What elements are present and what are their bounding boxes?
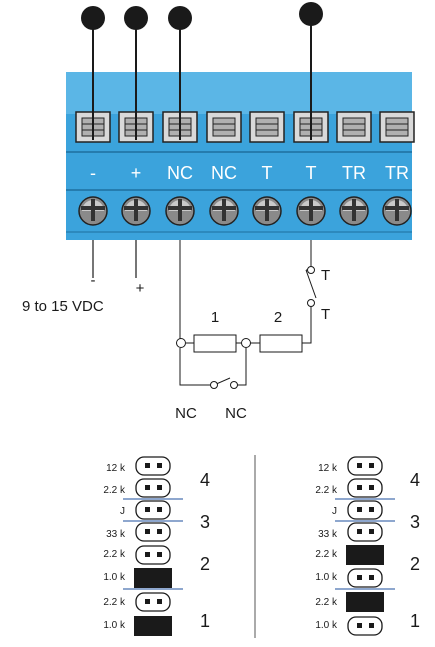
power-minus-label: - — [91, 272, 96, 289]
power-voltage-label: 9 to 15 VDC — [22, 298, 104, 315]
jp1-value-5: 2.2 k — [103, 549, 126, 560]
terminal-screw-4 — [209, 196, 239, 226]
terminal-label-6: T — [306, 163, 317, 183]
nc-label-right: NC — [225, 405, 247, 422]
jp2-group-1: 1 — [410, 611, 420, 631]
jp1-value-3: J — [120, 506, 125, 517]
jp2-group-2: 2 — [410, 554, 420, 574]
wire-dot-t — [299, 2, 323, 26]
jp1-group-3: 3 — [200, 512, 210, 532]
terminal-screw-5 — [252, 196, 282, 226]
terminal-label-2: + — [131, 163, 142, 183]
loop-circuit — [176, 240, 317, 386]
resistor-2-label: 2 — [274, 309, 282, 326]
terminal-screw-1 — [78, 196, 108, 226]
jp2-value-1: 12 k — [318, 463, 338, 474]
jp1-value-6: 1.0 k — [103, 572, 126, 583]
resistor-2 — [259, 334, 303, 353]
wire-dot-minus — [81, 6, 105, 30]
terminal-screw-3 — [165, 196, 195, 226]
power-leads — [92, 240, 137, 278]
terminal-label-5: T — [262, 163, 273, 183]
terminal-label-7: TR — [342, 163, 366, 183]
terminal-screw-6 — [296, 196, 326, 226]
jp2-value-8: 1.0 k — [315, 620, 338, 631]
jp2-value-2: 2.2 k — [315, 485, 338, 496]
terminal-labels: - + NC NC T T TR TR — [90, 163, 409, 183]
terminal-label-3: NC — [167, 163, 193, 183]
resistor-1 — [193, 334, 237, 353]
jp1-value-4: 33 k — [106, 529, 126, 540]
top-wires — [92, 14, 312, 140]
jp1-value-2: 2.2 k — [103, 485, 126, 496]
terminal-screw-8 — [382, 196, 412, 226]
wire-dot-plus — [124, 6, 148, 30]
jp1-group-4: 4 — [200, 470, 210, 490]
jumper-panel-2: 12 k 2.2 k J 33 k 2.2 k 1.0 k 2.2 k 1.0 … — [315, 456, 420, 636]
terminal-clamp-7 — [336, 111, 372, 143]
wire-dot-nc — [168, 6, 192, 30]
terminal-clamps — [75, 111, 415, 143]
jp2-value-7: 2.2 k — [315, 597, 338, 608]
tamper-label-bottom: T — [321, 306, 330, 323]
terminal-label-1: - — [90, 163, 96, 183]
terminal-screw-2 — [121, 196, 151, 226]
terminal-screws — [78, 196, 412, 226]
jp1-value-7: 2.2 k — [103, 597, 126, 608]
nc-label-left: NC — [175, 405, 197, 422]
terminal-screw-7 — [339, 196, 369, 226]
terminal-label-8: TR — [385, 163, 409, 183]
terminal-block-top — [66, 72, 412, 114]
tamper-label-top: T — [321, 267, 330, 284]
terminal-clamp-4 — [206, 111, 242, 143]
power-plus-label: + — [136, 280, 145, 297]
jp1-group-1: 1 — [200, 611, 210, 631]
terminal-label-4: NC — [211, 163, 237, 183]
terminal-clamp-5 — [249, 111, 285, 143]
jp2-value-5: 2.2 k — [315, 549, 338, 560]
jp2-value-6: 1.0 k — [315, 572, 338, 583]
jp1-group-2: 2 — [200, 554, 210, 574]
resistor-1-label: 1 — [211, 309, 219, 326]
jp2-group-3: 3 — [410, 512, 420, 532]
jp2-value-4: 33 k — [318, 529, 338, 540]
jp2-group-4: 4 — [410, 470, 420, 490]
jp1-value-1: 12 k — [106, 463, 126, 474]
jp1-value-8: 1.0 k — [103, 620, 126, 631]
jp2-value-3: J — [332, 506, 337, 517]
terminal-clamp-8 — [379, 111, 415, 143]
terminal-block: - + NC NC T T TR TR — [66, 72, 415, 240]
jumper-panel-1: 12 k 2.2 k J 33 k 2.2 k 1.0 k 2.2 k 1.0 … — [103, 456, 210, 636]
